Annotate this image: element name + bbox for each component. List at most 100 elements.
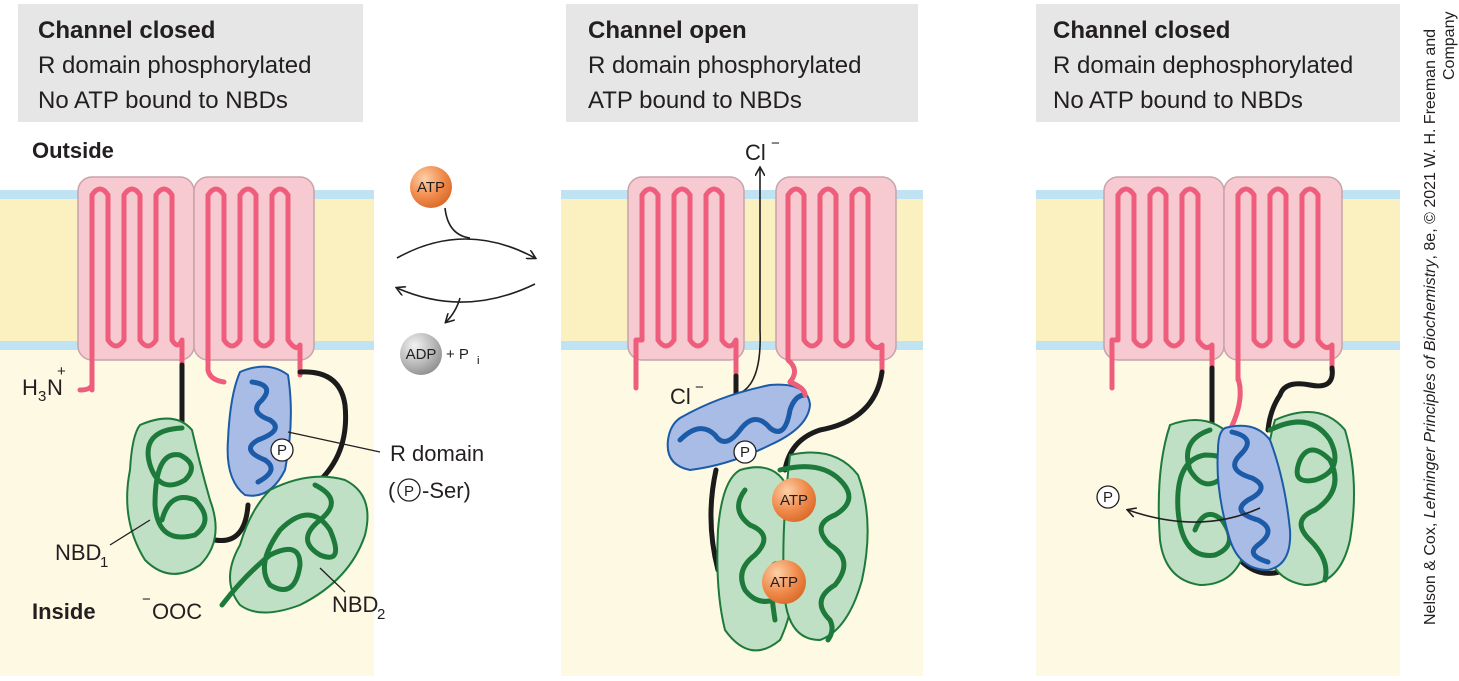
panel-1-line2: No ATP bound to NBDs [38,87,288,114]
forward-arrow [396,238,535,258]
panel-2-tmd-2-helices [785,186,885,385]
panel-2-tmd-1 [627,176,745,361]
panel-3-title: Channel closed [1053,17,1230,44]
panel-2-tmd-1-helices [633,186,739,391]
panel-3-free-phosphate-label: P [1103,489,1113,506]
panel-3-linker-2 [1265,365,1335,433]
nbd2-label: NBD 2 [319,567,385,623]
panel-2-atp-2 [762,560,806,604]
panel-1-tmd-2-helices [205,186,303,378]
panel-1-r-domain-pointer [287,431,381,453]
inside-label: Inside [32,599,96,624]
svg-text:Cl: Cl [670,384,691,409]
nbd1-label: NBD 1 [55,519,151,571]
credit-suffix: , 8e, © 2021 W. H. Freeman and [1422,29,1439,260]
panel-3: Channel closed R domain dephosphorylated… [1036,4,1400,676]
panel-2-line2: ATP bound to NBDs [588,87,802,114]
p-ser-phosphate-icon [397,478,421,502]
svg-text:NBD: NBD [55,540,101,565]
panel-1-header-box [18,4,363,122]
panel-3-r-domain-chain [1229,429,1271,565]
svg-text:N: N [47,375,63,400]
panel-2-line1: R domain phosphorylated [588,52,862,79]
adp-molecule [400,333,442,375]
panel-3-line1: R domain dephosphorylated [1053,52,1353,79]
nbd1-pointer [109,519,151,546]
carboxyl-terminus-label: − OOC [142,591,202,624]
transition-arrows: ATP ADP + P i [397,166,535,375]
panel-3-tmd-1-helices [1109,186,1215,391]
panel-2-linker-3 [708,467,721,573]
outside-label: Outside [32,138,114,163]
panel-1-nbd2-chain [219,482,339,608]
panel-2-atp-1 [772,478,816,522]
panel-3-nbd2-chain [1267,419,1338,583]
svg-text:−: − [695,379,704,396]
panel-1-phosphate-label: P [277,442,287,459]
panel-1-tmd-2-helix-right [205,367,227,385]
panel-2-title: Channel open [588,17,747,44]
panel-1-n-terminus [77,357,95,393]
svg-text:(: ( [388,478,396,503]
panel-3-header-box [1036,4,1400,122]
adp-release-arc [446,297,461,322]
pi-subscript: i [477,355,479,367]
chloride-pathway-arrow [741,168,760,393]
panel-2-phosphate-icon [733,440,757,464]
publisher-credit: Nelson & Cox, Lehninger Principles of Bi… [1422,29,1439,625]
svg-text:Nelson & Cox, Lehninger Princi: Nelson & Cox, Lehninger Principles of Bi… [1422,29,1439,625]
r-domain-label: R domain [390,441,484,466]
credit-prefix: Nelson & Cox, [1422,518,1439,625]
panel-2-r-domain-chain [677,392,808,444]
phosphate-release-arrow [1128,508,1261,523]
svg-text:−: − [142,591,151,608]
panel-1-r-domain-chain [248,379,278,485]
credit-book-title: Lehninger Principles of Biochemistry [1422,258,1439,518]
atp-free-label: ATP [417,179,445,196]
chloride-top-label: Cl − [745,135,780,165]
svg-text:H: H [22,375,38,400]
panel-1: Channel closed R domain phosphorylated N… [0,4,484,676]
svg-text:Company: Company [1441,12,1458,80]
panel-1-linker-3 [212,502,251,544]
amino-terminus-label: H 3 N + [22,363,66,405]
panel-3-line2: No ATP bound to NBDs [1053,87,1303,114]
panel-3-free-phosphate-icon [1096,485,1120,509]
svg-text:OOC: OOC [152,599,202,624]
svg-text:3: 3 [38,388,46,405]
p-ser-text: -Ser) [422,478,471,503]
publisher-credit-line2: Company [1441,12,1458,80]
panel-1-tmd-1-helices [89,186,185,393]
panel-2-header-box [566,4,918,122]
svg-text:+: + [57,363,66,380]
panel-2-atp-1-label: ATP [780,492,808,509]
plus-pi-label: + P [446,346,469,363]
panel-3-r-domain-link [1227,375,1243,433]
panel-1-linker-2 [297,369,349,488]
panel-1-nbd1-chain [145,425,208,540]
atp-molecule-free [410,166,452,208]
chloride-inside-label: Cl − [670,379,704,409]
atp-binding-arc [444,207,471,239]
svg-text:2: 2 [377,606,385,623]
nbd2-pointer [319,567,346,593]
panel-1-tmd-1 [77,176,195,361]
panel-1-title: Channel closed [38,17,215,44]
panel-1-phosphate-icon [270,438,294,462]
panel-2-r-domain-link [787,379,808,398]
svg-text:−: − [771,135,780,152]
svg-text:1: 1 [100,554,108,571]
p-ser-label: ( P -Ser) [388,478,471,503]
panel-2-phosphate-label: P [740,444,750,461]
reverse-arrow [397,283,536,303]
panel-2-atp-2-label: ATP [770,574,798,591]
p-ser-phosphate-letter: P [404,483,414,500]
panel-2-r-domain [666,383,812,472]
svg-text:NBD: NBD [332,592,378,617]
adp-label: ADP [406,346,437,363]
panel-1-line1: R domain phosphorylated [38,52,312,79]
panel-3-tmd-2-helices [1235,186,1335,383]
panel-2-linker-2 [782,369,885,473]
svg-text:Cl: Cl [745,140,766,165]
